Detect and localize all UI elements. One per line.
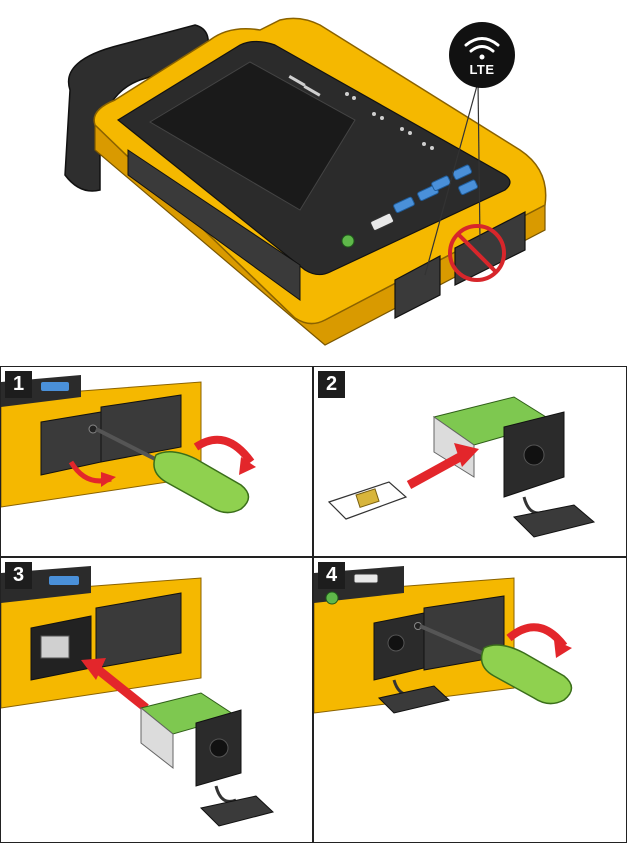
instrument-overview: LTE bbox=[0, 0, 629, 355]
step-3-panel: 3 bbox=[1, 558, 312, 841]
instrument-drawing bbox=[0, 0, 629, 355]
sim-card-icon bbox=[329, 482, 406, 519]
step-2-drawing bbox=[314, 367, 627, 555]
installation-steps: 1 2 bbox=[0, 366, 629, 846]
step-1-panel: 1 bbox=[1, 367, 312, 555]
lte-module-icon bbox=[141, 693, 241, 786]
step-4-drawing bbox=[314, 558, 627, 841]
grid-divider-vertical bbox=[312, 366, 314, 843]
step-3-drawing bbox=[1, 558, 312, 841]
step-4-panel: 4 bbox=[314, 558, 627, 841]
power-button bbox=[342, 235, 354, 247]
step-number: 3 bbox=[5, 562, 32, 589]
lte-label: LTE bbox=[455, 62, 509, 77]
step-number: 4 bbox=[318, 562, 345, 589]
lte-module-icon bbox=[434, 397, 564, 497]
step-1-drawing bbox=[1, 367, 312, 555]
step-number: 1 bbox=[5, 371, 32, 398]
step-number: 2 bbox=[318, 371, 345, 398]
grid-divider-horizontal bbox=[0, 556, 627, 558]
step-2-panel: 2 bbox=[314, 367, 627, 555]
